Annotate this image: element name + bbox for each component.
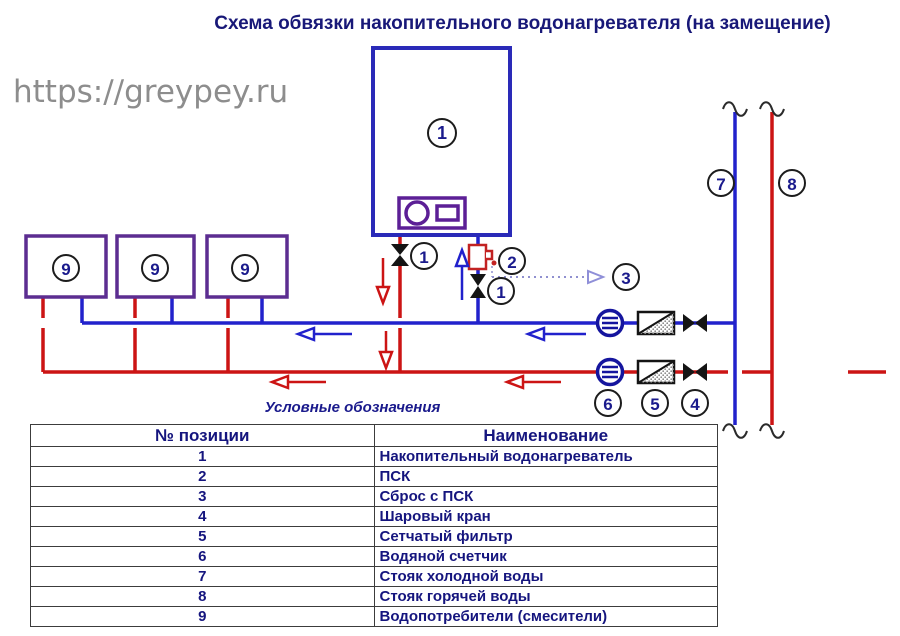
pipe-break-icon bbox=[722, 101, 785, 439]
label-circle-consumer-2: 9 bbox=[141, 254, 169, 282]
heater-control-panel-icon bbox=[397, 196, 467, 230]
legend-row-name: Сетчатый фильтр bbox=[373, 526, 718, 547]
legend-row-num: 9 bbox=[30, 606, 375, 627]
legend-header-row: № позиции Наименование bbox=[30, 424, 718, 447]
legend-row-name: Стояк холодной воды bbox=[373, 566, 718, 587]
hot-water-pipes bbox=[41, 112, 886, 425]
label-circle-cold-valve: 1 bbox=[487, 277, 515, 305]
legend-row-name: Сброс с ПСК bbox=[373, 486, 718, 507]
label-circle-hot-valve: 1 bbox=[410, 242, 438, 270]
legend-col-position: № позиции bbox=[30, 424, 375, 447]
legend-row-name: Водопотребители (смесители) bbox=[373, 606, 718, 627]
legend-row-num: 8 bbox=[30, 586, 375, 607]
legend-row-num: 5 bbox=[30, 526, 375, 547]
legend-row-num: 4 bbox=[30, 506, 375, 527]
legend-caption: Условные обозначения bbox=[264, 399, 441, 416]
label-circle-discharge: 3 bbox=[612, 263, 640, 291]
page-title: Схема обвязки накопительного водонагрева… bbox=[214, 13, 831, 34]
consumer-boxes bbox=[24, 234, 289, 299]
watermark-url: https://greypey.ru bbox=[13, 74, 289, 110]
legend-row-num: 2 bbox=[30, 466, 375, 487]
legend-row-name: Стояк горячей воды bbox=[373, 586, 718, 607]
discharge-arrow-icon bbox=[587, 269, 606, 285]
psk-discharge-line bbox=[491, 266, 606, 285]
legend-row-num: 7 bbox=[30, 566, 375, 587]
ball-valve-icon-cold-inlet bbox=[470, 274, 486, 298]
label-circle-psk: 2 bbox=[498, 247, 526, 275]
ball-valve-icon-hot-outlet bbox=[391, 244, 409, 266]
consumer-box-1 bbox=[24, 234, 108, 299]
legend-row-name: Шаровый кран bbox=[373, 506, 718, 527]
ball-valve-icon-hot-line bbox=[683, 363, 707, 381]
legend-row-num: 1 bbox=[30, 446, 375, 467]
label-circle-consumer-3: 9 bbox=[231, 254, 259, 282]
strainer-icon-cold bbox=[636, 310, 676, 336]
legend-row-num: 6 bbox=[30, 546, 375, 567]
label-circle-ball-valve: 4 bbox=[681, 389, 709, 417]
legend-row-num: 3 bbox=[30, 486, 375, 507]
legend-col-name: Наименование bbox=[373, 424, 718, 447]
label-circle-hot-riser: 8 bbox=[778, 169, 806, 197]
label-circle-cold-riser: 7 bbox=[707, 169, 735, 197]
ball-valve-icon-cold-line bbox=[683, 314, 707, 332]
strainer-icon-hot bbox=[636, 359, 676, 385]
water-meter-icon-hot bbox=[595, 357, 625, 387]
psk-valve-icon bbox=[467, 243, 497, 271]
label-circle-consumer-1: 9 bbox=[52, 254, 80, 282]
water-meter-icon-cold bbox=[595, 308, 625, 338]
flow-arrow-icons bbox=[268, 246, 586, 390]
legend-row-name: ПСК bbox=[373, 466, 718, 487]
legend-row-name: Накопительный водонагреватель bbox=[373, 446, 718, 467]
label-circle-water-meter: 6 bbox=[594, 389, 622, 417]
label-circle-heater: 1 bbox=[427, 118, 457, 148]
label-circle-strainer: 5 bbox=[641, 389, 669, 417]
legend-row-name: Водяной счетчик bbox=[373, 546, 718, 567]
cold-water-pipes bbox=[80, 112, 737, 425]
